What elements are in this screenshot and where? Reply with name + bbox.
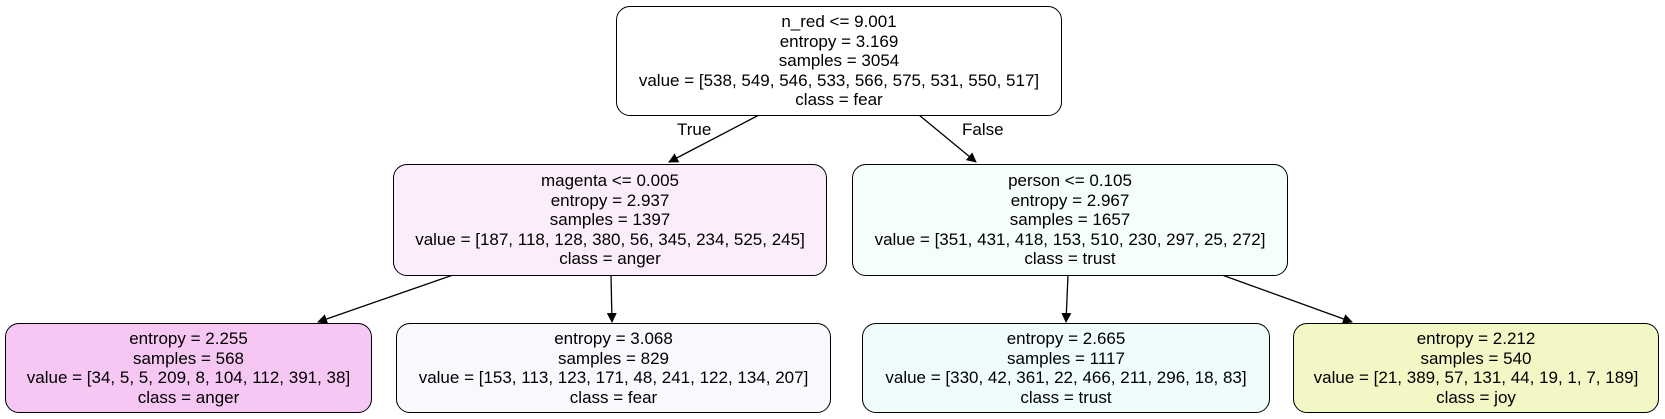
leaf-anger-samples: samples = 568: [132, 348, 245, 368]
leaf-trust-class: class = trust: [1020, 387, 1112, 407]
leaf-joy-value: value = [21, 389, 57, 131, 44, 19, 1, 7,…: [1313, 368, 1639, 387]
leaf-anger-class: class = anger: [137, 387, 240, 407]
leaf-anger-entropy: entropy = 2.255: [129, 329, 248, 348]
magenta-value: value = [187, 118, 128, 380, 56, 345, 23…: [415, 229, 805, 249]
edge-left-leaf-lr: [606, 274, 617, 323]
magenta-split-node: magenta <= 0.005 entropy = 2.937 samples…: [393, 164, 827, 276]
root-split: n_red <= 9.001: [781, 12, 897, 32]
leaf-joy-entropy: entropy = 2.212: [1416, 329, 1536, 348]
magenta-samples: samples = 1397: [549, 210, 671, 230]
magenta-class: class = anger: [559, 249, 661, 269]
person-class: class = trust: [1024, 249, 1116, 269]
root-entropy: entropy = 3.169: [779, 31, 899, 51]
root-node: n_red <= 9.001 entropy = 3.169 samples =…: [616, 6, 1062, 116]
edge-right-leaf-rr: [1221, 274, 1353, 324]
leaf-node-trust: entropy = 2.665 samples = 1117 value = […: [862, 323, 1270, 413]
root-samples: samples = 3054: [778, 51, 900, 71]
leaf-anger-value: value = [34, 5, 5, 209, 8, 104, 112, 391…: [26, 368, 351, 387]
person-value: value = [351, 431, 418, 153, 510, 230, 2…: [874, 229, 1266, 249]
leaf-fear-class: class = fear: [569, 387, 658, 407]
leaf-node-anger: entropy = 2.255 samples = 568 value = [3…: [5, 323, 372, 413]
edge-root-left: [668, 114, 760, 163]
person-split: person <= 0.105: [1008, 171, 1132, 191]
person-split-node: person <= 0.105 entropy = 2.967 samples …: [852, 164, 1288, 276]
magenta-entropy: entropy = 2.937: [550, 190, 670, 210]
edge-left-leaf-ll: [317, 274, 454, 324]
leaf-fear-value: value = [153, 113, 123, 171, 48, 241, 12…: [418, 368, 809, 387]
leaf-trust-value: value = [330, 42, 361, 22, 466, 211, 296…: [885, 368, 1247, 387]
leaf-node-fear: entropy = 3.068 samples = 829 value = [1…: [396, 323, 831, 413]
person-samples: samples = 1657: [1009, 210, 1131, 230]
leaf-fear-samples: samples = 829: [557, 348, 670, 368]
root-value: value = [538, 549, 546, 533, 566, 575, 5…: [638, 70, 1040, 90]
root-class: class = fear: [795, 90, 883, 110]
edge-label-false: False: [962, 120, 1004, 139]
leaf-node-joy: entropy = 2.212 samples = 540 value = [2…: [1293, 323, 1659, 413]
edge-root-right: [918, 114, 977, 163]
magenta-split: magenta <= 0.005: [540, 171, 679, 191]
leaf-joy-samples: samples = 540: [1420, 348, 1532, 368]
edge-right-leaf-rl: [1061, 274, 1072, 323]
leaf-fear-entropy: entropy = 3.068: [554, 329, 673, 348]
edge-label-true: True: [677, 120, 712, 139]
leaf-joy-class: class = joy: [1436, 387, 1516, 407]
leaf-trust-entropy: entropy = 2.665: [1006, 329, 1126, 348]
person-entropy: entropy = 2.967: [1010, 190, 1130, 210]
leaf-trust-samples: samples = 1117: [1007, 348, 1125, 368]
